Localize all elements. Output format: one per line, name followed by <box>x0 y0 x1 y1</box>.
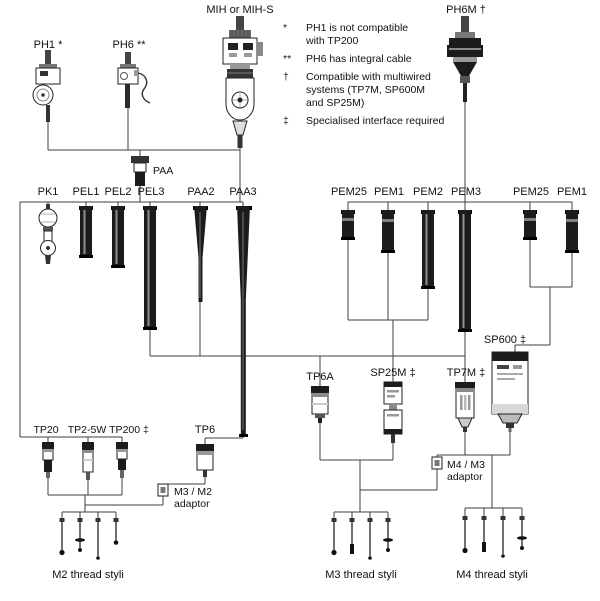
pem25-bar-glyph-left <box>341 210 355 240</box>
label-tp20: TP20 <box>33 424 59 436</box>
label-sp600: SP600 ‡ <box>483 334 527 346</box>
ph6-cable <box>137 72 151 104</box>
label-ph6m: PH6M † <box>446 4 486 16</box>
label-m4-m3-adaptor: M4 / M3 adaptor <box>447 459 485 483</box>
sp25m-probe-glyph <box>383 381 403 443</box>
label-paa2: PAA2 <box>187 186 215 198</box>
label-tp6a: TP6A <box>306 371 334 383</box>
tp7m-probe-glyph <box>455 382 475 432</box>
mih-head-glyph <box>222 16 263 148</box>
pem25-bar-glyph-right <box>523 210 537 240</box>
label-pem2: PEM2 <box>413 186 443 198</box>
legend-item-asterisk: * PH1 is not compatible with TP200 <box>283 22 473 48</box>
label-ph6: PH6 ** <box>112 39 146 51</box>
label-tp6: TP6 <box>194 424 216 436</box>
sp600-probe-glyph <box>491 351 529 432</box>
label-m2-thread-styli: M2 thread styli <box>52 569 124 581</box>
legend-symbol: ‡ <box>283 115 289 127</box>
connector-lines <box>19 102 573 518</box>
label-pem1-b: PEM1 <box>557 186 587 198</box>
label-paa3: PAA3 <box>229 186 257 198</box>
legend-text: PH6 has integral cable <box>306 53 412 65</box>
m3-styli-glyphs <box>331 518 393 560</box>
pem2-bar-glyph <box>421 210 435 289</box>
ph6m-head-glyph <box>447 16 483 102</box>
paa2-bar-glyph <box>193 206 208 302</box>
tp2-5w-probe-glyph <box>82 442 94 480</box>
legend-symbol: * <box>283 22 288 34</box>
m2-styli-glyphs <box>59 518 119 560</box>
legend-symbol: ** <box>283 53 292 65</box>
tp6a-probe-glyph <box>311 386 329 423</box>
paa-adaptor-glyph <box>131 156 149 186</box>
legend-item-double-dagger: ‡ Specialised interface required <box>283 115 473 128</box>
paa3-bar-glyph <box>236 206 252 437</box>
m3-m2-adaptor-glyph <box>157 483 169 497</box>
ph6-head-glyph <box>117 52 151 108</box>
pel2-bar-glyph <box>111 206 125 268</box>
legend-symbol: † <box>283 71 289 83</box>
label-pel2: PEL2 <box>104 186 132 198</box>
label-pem1-a: PEM1 <box>374 186 404 198</box>
stylus-ball-icon <box>462 516 468 554</box>
label-m3-thread-styli: M3 thread styli <box>325 569 397 581</box>
label-mih: MIH or MIH-S <box>206 4 274 16</box>
label-tp2-5w: TP2-5W <box>67 424 107 436</box>
legend: * PH1 is not compatible with TP200 ** PH… <box>283 22 473 133</box>
label-sp25m: SP25M ‡ <box>370 367 416 379</box>
legend-item-dagger: † Compatible with multiwired systems (TP… <box>283 71 473 110</box>
tp6-probe-glyph <box>196 444 214 477</box>
label-pem25-a: PEM25 <box>330 186 368 198</box>
pem3-bar-glyph <box>458 210 472 332</box>
pel3-bar-glyph <box>143 206 157 330</box>
stylus-long-icon <box>95 518 101 560</box>
tp20-probe-glyph <box>42 442 54 478</box>
m4-m3-adaptor-glyph <box>431 456 443 470</box>
pel1-bar-glyph <box>79 206 93 258</box>
label-pel1: PEL1 <box>72 186 100 198</box>
stylus-cylinder-icon <box>349 518 355 554</box>
ph1-head-glyph <box>32 50 61 122</box>
tp200-probe-glyph <box>116 442 128 478</box>
m4-styli-glyphs <box>462 516 527 558</box>
label-m4-thread-styli: M4 thread styli <box>456 569 528 581</box>
stylus-disc-icon <box>383 518 393 552</box>
label-ph1: PH1 * <box>33 39 63 51</box>
legend-text: Specialised interface required <box>306 115 445 127</box>
stylus-ball-icon <box>331 518 337 556</box>
label-pem25-b: PEM25 <box>512 186 550 198</box>
stylus-short-ball-icon <box>113 518 119 545</box>
legend-text: PH1 is not compatible with TP200 <box>306 22 409 47</box>
label-paa: PAA <box>153 165 174 177</box>
pk1-knuckle-glyph <box>38 204 58 264</box>
label-pel3: PEL3 <box>137 186 165 198</box>
pem1-bar-glyph-left <box>381 210 395 253</box>
legend-text: Compatible with multiwired systems (TP7M… <box>306 71 431 109</box>
label-tp7m: TP7M ‡ <box>446 367 486 379</box>
stylus-disc-icon <box>75 518 85 552</box>
pem1-bar-glyph-right <box>565 210 579 253</box>
stylus-disc-icon <box>517 516 527 550</box>
legend-item-double-asterisk: ** PH6 has integral cable <box>283 53 473 66</box>
stylus-cylinder-icon <box>481 516 487 552</box>
stylus-long-icon <box>367 518 373 560</box>
stylus-ball-icon <box>59 518 65 556</box>
label-pem3: PEM3 <box>451 186 481 198</box>
stylus-long-icon <box>500 516 506 558</box>
label-tp200: TP200 ‡ <box>109 424 149 436</box>
label-m3-m2-adaptor: M3 / M2 adaptor <box>174 486 212 510</box>
label-pk1: PK1 <box>37 186 59 198</box>
